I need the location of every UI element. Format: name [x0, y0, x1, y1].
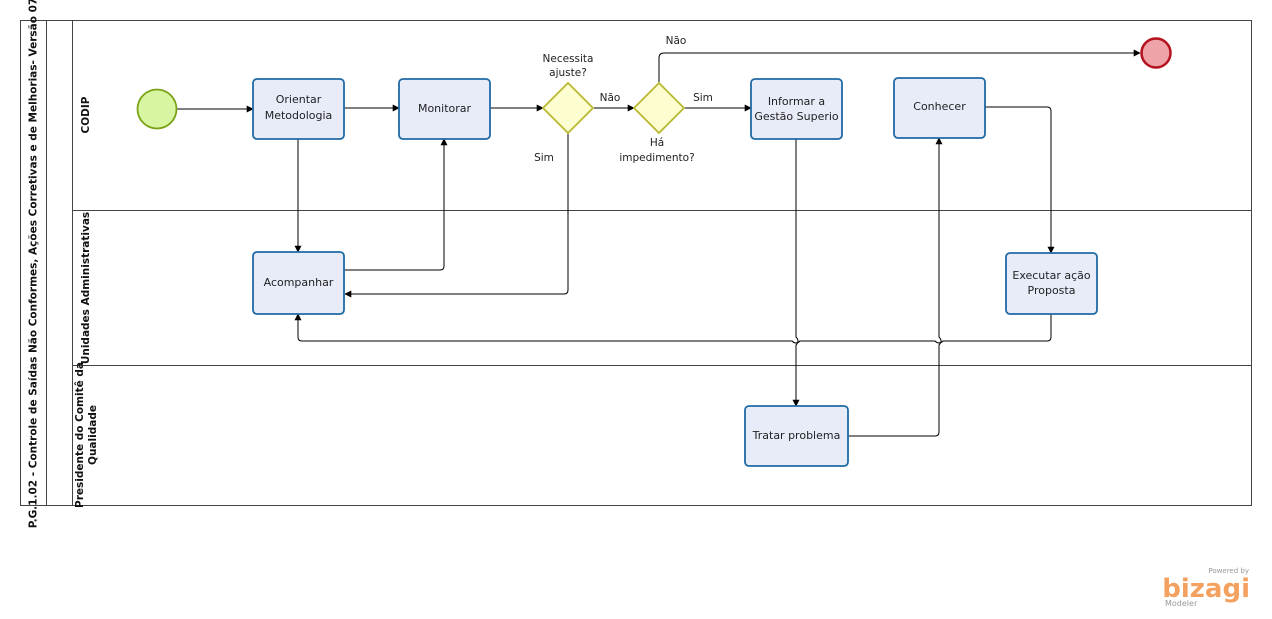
task-monitorar: Monitorar [398, 78, 491, 140]
flow-informar-tratar [792, 139, 800, 407]
flow-label-sim-g1: Sim [534, 152, 554, 164]
task-monitorar-line1: Monitorar [418, 102, 472, 115]
task-conhecer: Conhecer [893, 77, 986, 139]
flow-label-nao-g1: Não [600, 92, 621, 104]
task-executar-line1: Executar ação [1012, 269, 1091, 282]
task-executar: Executar ação Proposta [1005, 252, 1098, 315]
start-event [136, 88, 178, 130]
flow-gateway1-acompanhar [344, 133, 569, 298]
bizagi-sub-text: Modeler [1165, 599, 1198, 608]
task-acompanhar: Acompanhar [252, 251, 345, 315]
flow-conhecer-executar [985, 106, 1055, 254]
task-informar-line1: Informar a [768, 95, 825, 108]
lane-label-presidente-line1: Presidente do Comitê da [74, 362, 86, 508]
lane-label-presidente-line2: Qualidade [87, 405, 99, 465]
lane-label-unidades: Unidades Administrativas [80, 212, 92, 364]
gateway1-label-line1: Necessita [543, 53, 594, 65]
flow-gateway2-end [658, 49, 1141, 83]
gateway2-label-line1: Há [650, 137, 664, 149]
task-tratar: Tratar problema [744, 405, 849, 467]
flow-label-nao-g2: Não [666, 35, 687, 47]
task-conhecer-line1: Conhecer [913, 100, 966, 113]
lane-label-codip: CODIP [80, 96, 92, 133]
task-informar-line2: Gestão Superio [754, 110, 839, 123]
flow-acompanhar-monitorar [344, 138, 448, 271]
task-acompanhar-line1: Acompanhar [264, 276, 334, 289]
bizagi-name-text: bizagi [1162, 574, 1250, 604]
gateway-necessita-ajuste [541, 81, 595, 135]
bizagi-powered-text: Powered by [1208, 567, 1249, 575]
pool-title: P.G.1.02 - Controle de Saídas Não Confor… [28, 0, 40, 528]
gateway-ha-impedimento [632, 81, 686, 135]
flow-tratar-conhecer [848, 137, 943, 437]
gateway1-label-line2: ajuste? [549, 67, 587, 79]
task-executar-line2: Proposta [1028, 284, 1076, 297]
flow-label-sim-g2: Sim [693, 92, 713, 104]
end-event [1140, 37, 1172, 69]
task-orientar-line2: Metodologia [265, 109, 333, 122]
bizagi-logo: Powered by bizagi Modeler [1162, 567, 1250, 608]
task-tratar-line1: Tratar problema [752, 429, 841, 442]
task-informar: Informar a Gestão Superio [750, 78, 843, 140]
task-orientar: Orientar Metodologia [252, 78, 345, 140]
flow-executar-acompanhar [294, 313, 1052, 344]
task-orientar-line1: Orientar [276, 93, 322, 106]
gateway2-label-line2: impedimento? [619, 152, 694, 164]
